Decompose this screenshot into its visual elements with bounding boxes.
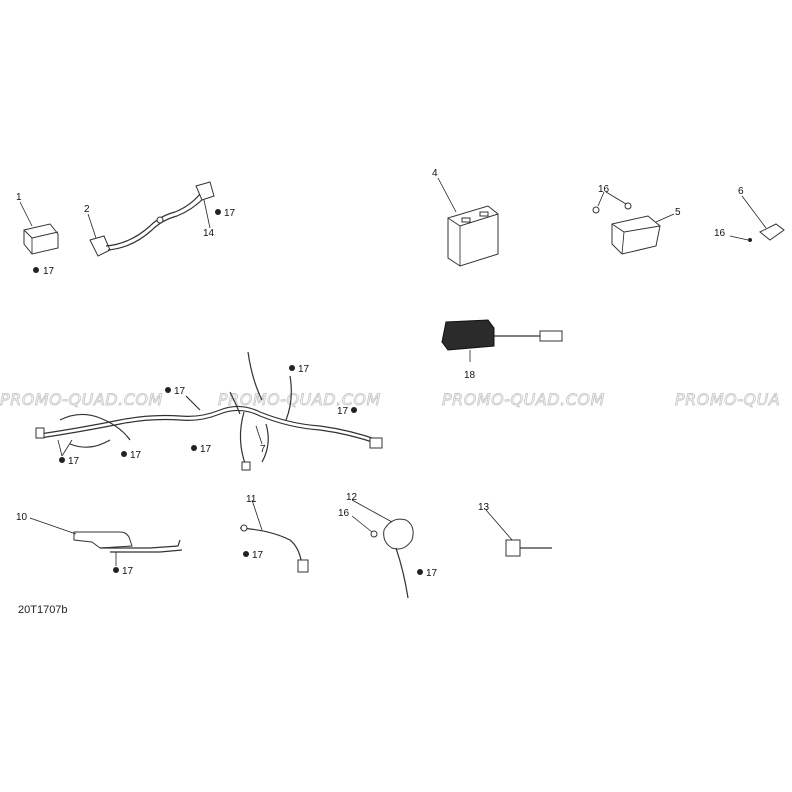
fastener-icon: [215, 209, 221, 215]
leader-2: [87, 213, 97, 239]
leader-10: [29, 517, 77, 535]
part-4-battery: [447, 205, 499, 267]
leader-17-b: [61, 439, 73, 457]
callout-17: 17: [130, 450, 142, 461]
callout-17: 17: [122, 566, 134, 577]
fastener-icon: [417, 569, 423, 575]
leader-17-a: [57, 439, 63, 457]
fastener-icon: [59, 457, 65, 463]
leader-7: [255, 425, 263, 445]
fastener-icon: [121, 451, 127, 457]
part-11-probe-sensor: [239, 524, 309, 573]
fastener-icon: [351, 407, 357, 413]
callout-12: 12: [346, 492, 358, 503]
part-12-switch: [370, 518, 414, 599]
callout-17: 17: [68, 456, 80, 467]
leader-1: [19, 201, 33, 227]
watermark-4: PROMO-QUA: [675, 390, 780, 409]
part-10-bracket: [73, 531, 183, 553]
callout-11: 11: [246, 494, 257, 505]
callout-5: 5: [675, 207, 681, 218]
callout-6: 6: [738, 186, 744, 197]
part-2-sensor-cable: [89, 181, 215, 257]
fastener-icon: [191, 445, 197, 451]
callout-17: 17: [426, 568, 438, 579]
fastener-icon: [113, 567, 119, 573]
callout-17: 17: [298, 364, 310, 375]
callout-16: 16: [598, 184, 610, 195]
callout-1: 1: [16, 192, 22, 203]
callout-17: 17: [224, 208, 236, 219]
callout-17: 17: [252, 550, 264, 561]
watermark-3: PROMO-QUAD.COM: [442, 390, 605, 409]
watermark-1: PROMO-QUAD.COM: [0, 390, 163, 409]
leader-5: [655, 213, 675, 223]
fastener-icon: [243, 551, 249, 557]
part-1-relay: [23, 223, 59, 255]
part-6-sensor: [748, 223, 785, 242]
leader-16a: [597, 191, 605, 207]
leader-14: [203, 199, 211, 229]
callout-16: 16: [714, 228, 726, 239]
callout-10: 10: [16, 512, 28, 523]
part-7-wiring-harness: [35, 351, 383, 471]
leader-16b: [605, 191, 627, 205]
callout-17: 17: [337, 406, 349, 417]
callout-18: 18: [464, 370, 476, 381]
leader-4: [437, 177, 457, 213]
callout-17: 17: [174, 386, 186, 397]
part-5-module: [592, 202, 661, 255]
callout-13: 13: [478, 502, 490, 513]
leader-16d: [351, 515, 373, 533]
callout-14: 14: [203, 228, 215, 239]
leader-16c: [729, 235, 749, 241]
fastener-icon: [165, 387, 171, 393]
part-18-module: [441, 319, 563, 351]
drawing-code: 20T1707b: [18, 604, 68, 616]
leader-11: [251, 499, 263, 531]
leader-12: [351, 499, 393, 523]
part-13-connector: [505, 539, 552, 557]
callout-16: 16: [338, 508, 350, 519]
callout-2: 2: [84, 204, 90, 215]
fastener-icon: [33, 267, 39, 273]
fastener-icon: [289, 365, 295, 371]
callout-17: 17: [200, 444, 212, 455]
leader-6: [741, 195, 767, 229]
callout-7: 7: [260, 444, 266, 455]
watermark-2: PROMO-QUAD.COM: [218, 390, 381, 409]
callout-4: 4: [432, 168, 438, 179]
leader-13: [485, 509, 513, 541]
callout-17: 17: [43, 266, 55, 277]
